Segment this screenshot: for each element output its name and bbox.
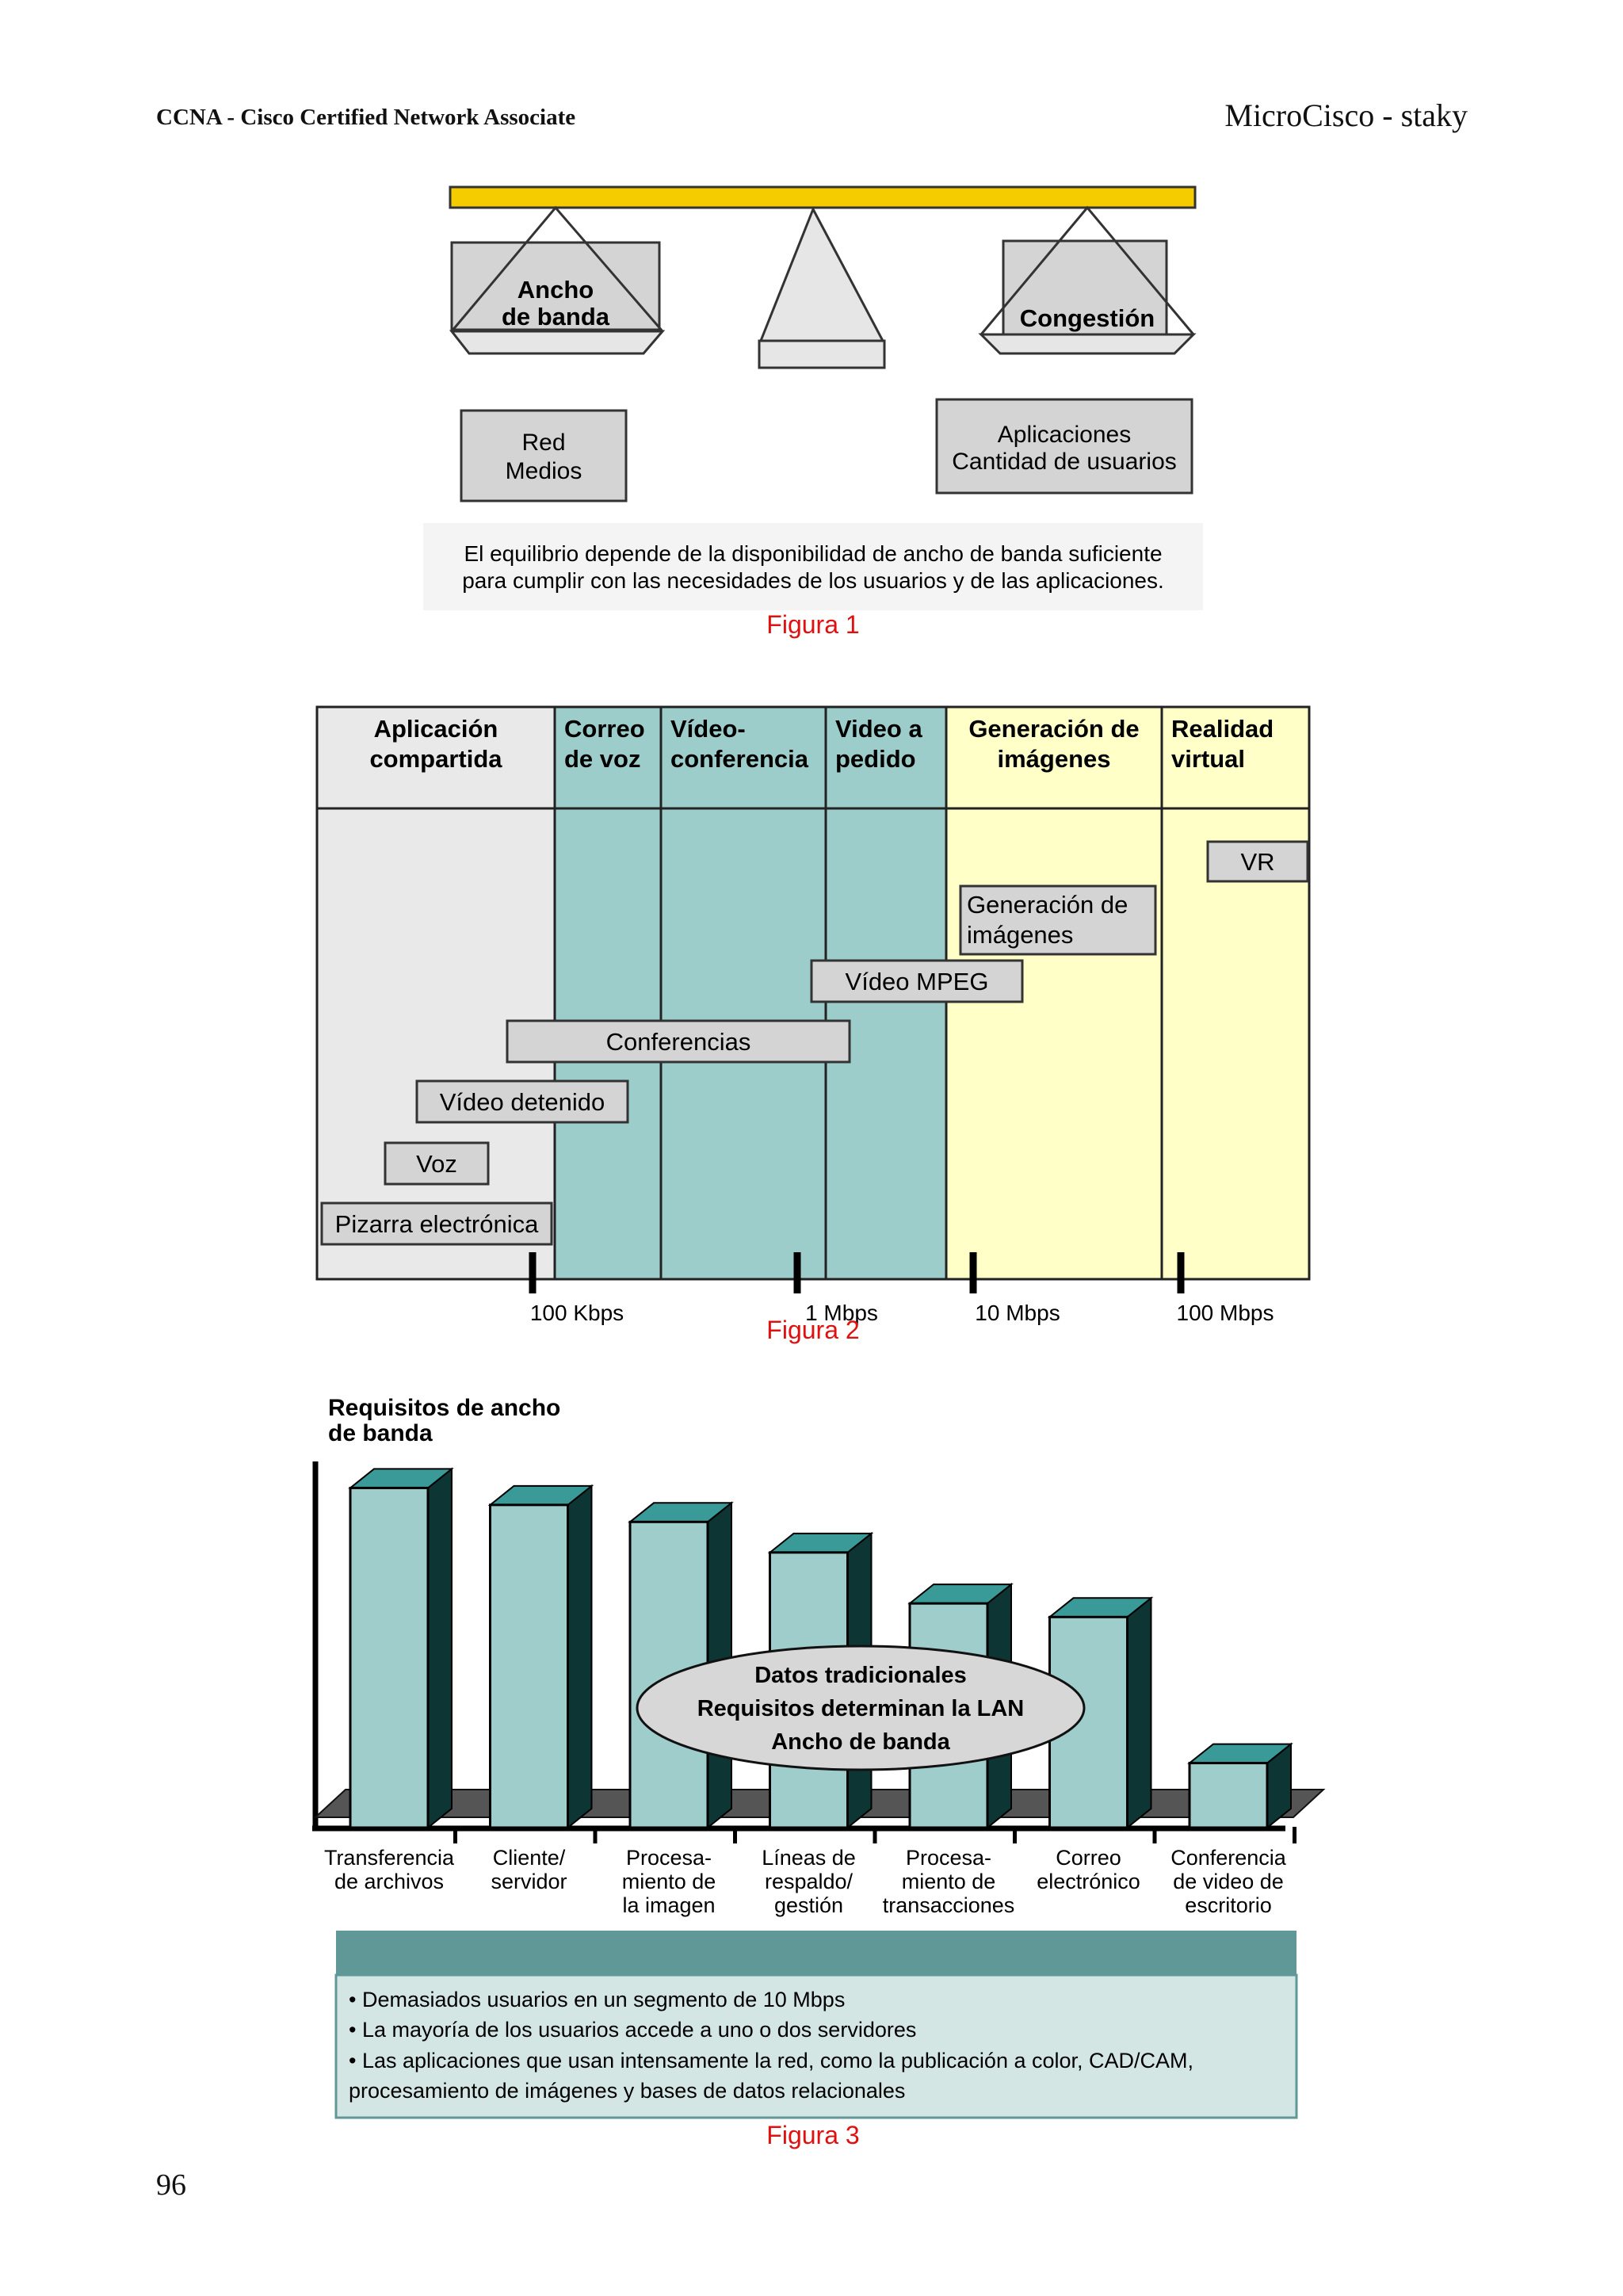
x-tick-label: servidor bbox=[491, 1870, 567, 1893]
bar-side bbox=[427, 1467, 453, 1830]
figure3-bullet-3: • Las aplicaciones que usan intensamente… bbox=[349, 2049, 1193, 2073]
fig2-column-2 bbox=[553, 705, 663, 1281]
fig2-column-header: virtual bbox=[1171, 745, 1245, 773]
figure1-note-line1: El equilibrio depende de la disponibilid… bbox=[464, 541, 1162, 566]
fig2-column-header: compartida bbox=[369, 745, 502, 773]
fig2-column-header: de voz bbox=[564, 745, 640, 773]
balance-beam bbox=[449, 185, 1197, 209]
figure3-bullet-1: • Demasiados usuarios en un segmento de … bbox=[349, 1988, 845, 2011]
figure1-note-bg bbox=[423, 523, 1203, 610]
fig2-column-1 bbox=[315, 705, 556, 1281]
x-tick-label: de archivos bbox=[334, 1870, 444, 1893]
bar-side bbox=[1126, 1596, 1152, 1830]
fig2-bar-label: Voz bbox=[416, 1150, 457, 1178]
figure1-balance: Ancho de banda Congestión Red Medios Apl… bbox=[423, 185, 1203, 610]
svg-text:Medios: Medios bbox=[506, 458, 582, 484]
fig2-bar-label: Vídeo detenido bbox=[440, 1088, 605, 1116]
fig2-axis-label: 1 Mbps bbox=[805, 1301, 878, 1325]
figure3-caption: Figura 3 bbox=[766, 2121, 860, 2149]
svg-text:Aplicaciones: Aplicaciones bbox=[998, 422, 1131, 448]
header-left: CCNA - Cisco Certified Network Associate bbox=[156, 105, 576, 130]
bar-7 bbox=[1188, 1762, 1269, 1829]
fig2-column-header: conferencia bbox=[670, 745, 809, 773]
fig2-bar-4 bbox=[506, 1019, 851, 1064]
fig2-bar-6 bbox=[384, 1141, 490, 1186]
fig2-bar-7 bbox=[320, 1201, 553, 1246]
chart-annotation-line3: Ancho de banda bbox=[771, 1729, 950, 1755]
bar-1 bbox=[349, 1486, 430, 1829]
x-tick-label: la imagen bbox=[622, 1893, 715, 1917]
fig2-column-header: imágenes bbox=[997, 745, 1110, 773]
fig2-bar-label: Generación de bbox=[967, 891, 1128, 919]
fig2-column-header: Vídeo- bbox=[670, 715, 746, 743]
x-tick-label: gestión bbox=[774, 1893, 843, 1917]
x-tick-label: Procesa- bbox=[906, 1846, 991, 1870]
chart-annotation-ellipse bbox=[636, 1645, 1086, 1771]
x-tick-label: transacciones bbox=[883, 1893, 1015, 1917]
figure3-panel-body bbox=[334, 1973, 1298, 2119]
figure1-note-line2: para cumplir con las necesidades de los … bbox=[462, 568, 1164, 593]
fig2-column-header: Correo bbox=[564, 715, 645, 743]
x-tick-label: Procesa- bbox=[626, 1846, 712, 1870]
x-tick-label: Conferencia bbox=[1170, 1846, 1287, 1870]
fig2-bar-label: Vídeo MPEG bbox=[846, 968, 989, 995]
fig2-bar-label: Pizarra electrónica bbox=[335, 1210, 539, 1238]
fig2-column-header: Aplicación bbox=[374, 715, 498, 743]
x-tick-label: Transferencia bbox=[324, 1846, 455, 1870]
fig2-axis-label: 100 Kbps bbox=[530, 1301, 624, 1325]
weight-right bbox=[1002, 239, 1168, 336]
fig2-axis-label: 10 Mbps bbox=[975, 1301, 1060, 1325]
x-tick-label: miento de bbox=[622, 1870, 716, 1893]
x-tick-label: escritorio bbox=[1185, 1893, 1272, 1917]
fig2-axis-label: 100 Mbps bbox=[1177, 1301, 1274, 1325]
header-right: MicroCisco - staky bbox=[1224, 97, 1468, 133]
fig2-column-header: Video a bbox=[835, 715, 922, 743]
bar-2 bbox=[489, 1503, 569, 1829]
page-number: 96 bbox=[156, 2168, 186, 2202]
chart-annotation-line2: Requisitos determinan la LAN bbox=[697, 1696, 1025, 1721]
figure3-bullet-2: • La mayoría de los usuarios accede a un… bbox=[349, 2018, 916, 2042]
x-tick-label: electrónico bbox=[1037, 1870, 1140, 1893]
weight-left-line2: de banda bbox=[502, 303, 610, 330]
fig2-bar-2 bbox=[959, 884, 1157, 956]
chart-title-line1: Requisitos de ancho bbox=[328, 1395, 560, 1421]
x-tick-label: de video de bbox=[1173, 1870, 1284, 1893]
fig2-bar-label: VR bbox=[1240, 848, 1274, 876]
fig2-bar-3 bbox=[810, 959, 1024, 1003]
fig2-bar-label: Conferencias bbox=[606, 1028, 751, 1056]
svg-text:Red: Red bbox=[521, 430, 565, 456]
x-tick-label: Cliente/ bbox=[493, 1846, 566, 1870]
box-aplicaciones bbox=[935, 398, 1193, 495]
chart-title-line2: de banda bbox=[328, 1420, 433, 1446]
figure3-bandwidth-chart: Requisitos de ancho de banda Transferenc… bbox=[312, 1395, 1326, 2119]
fig2-column-header: Generación de bbox=[968, 715, 1139, 743]
fig2-column-6 bbox=[1160, 705, 1311, 1281]
fig2-bar-label: imágenes bbox=[967, 921, 1073, 949]
x-tick-label: respaldo/ bbox=[765, 1870, 854, 1893]
box-red-medios bbox=[460, 409, 628, 502]
figure1-caption: Figura 1 bbox=[766, 610, 860, 639]
x-tick-label: Correo bbox=[1056, 1846, 1121, 1870]
x-tick-label: miento de bbox=[902, 1870, 996, 1893]
fig2-column-header: pedido bbox=[835, 745, 916, 773]
fig2-bar-5 bbox=[415, 1079, 629, 1124]
chart-annotation-line1: Datos tradicionales bbox=[754, 1663, 967, 1688]
fig2-column-header: Realidad bbox=[1171, 715, 1274, 743]
figure3-panel-header bbox=[336, 1931, 1296, 1975]
weight-right-label: Congestión bbox=[1020, 304, 1155, 332]
weight-left-line1: Ancho bbox=[517, 276, 594, 304]
svg-text:Cantidad de usuarios: Cantidad de usuarios bbox=[952, 449, 1177, 475]
x-tick-label: Líneas de bbox=[762, 1846, 856, 1870]
figure2-caption: Figura 2 bbox=[766, 1316, 860, 1344]
fig2-bar-1 bbox=[1206, 840, 1309, 883]
fig2-column-3 bbox=[659, 705, 827, 1281]
figure3-bullet-4: procesamiento de imágenes y bases de dat… bbox=[349, 2079, 905, 2103]
bar-side bbox=[567, 1484, 593, 1830]
